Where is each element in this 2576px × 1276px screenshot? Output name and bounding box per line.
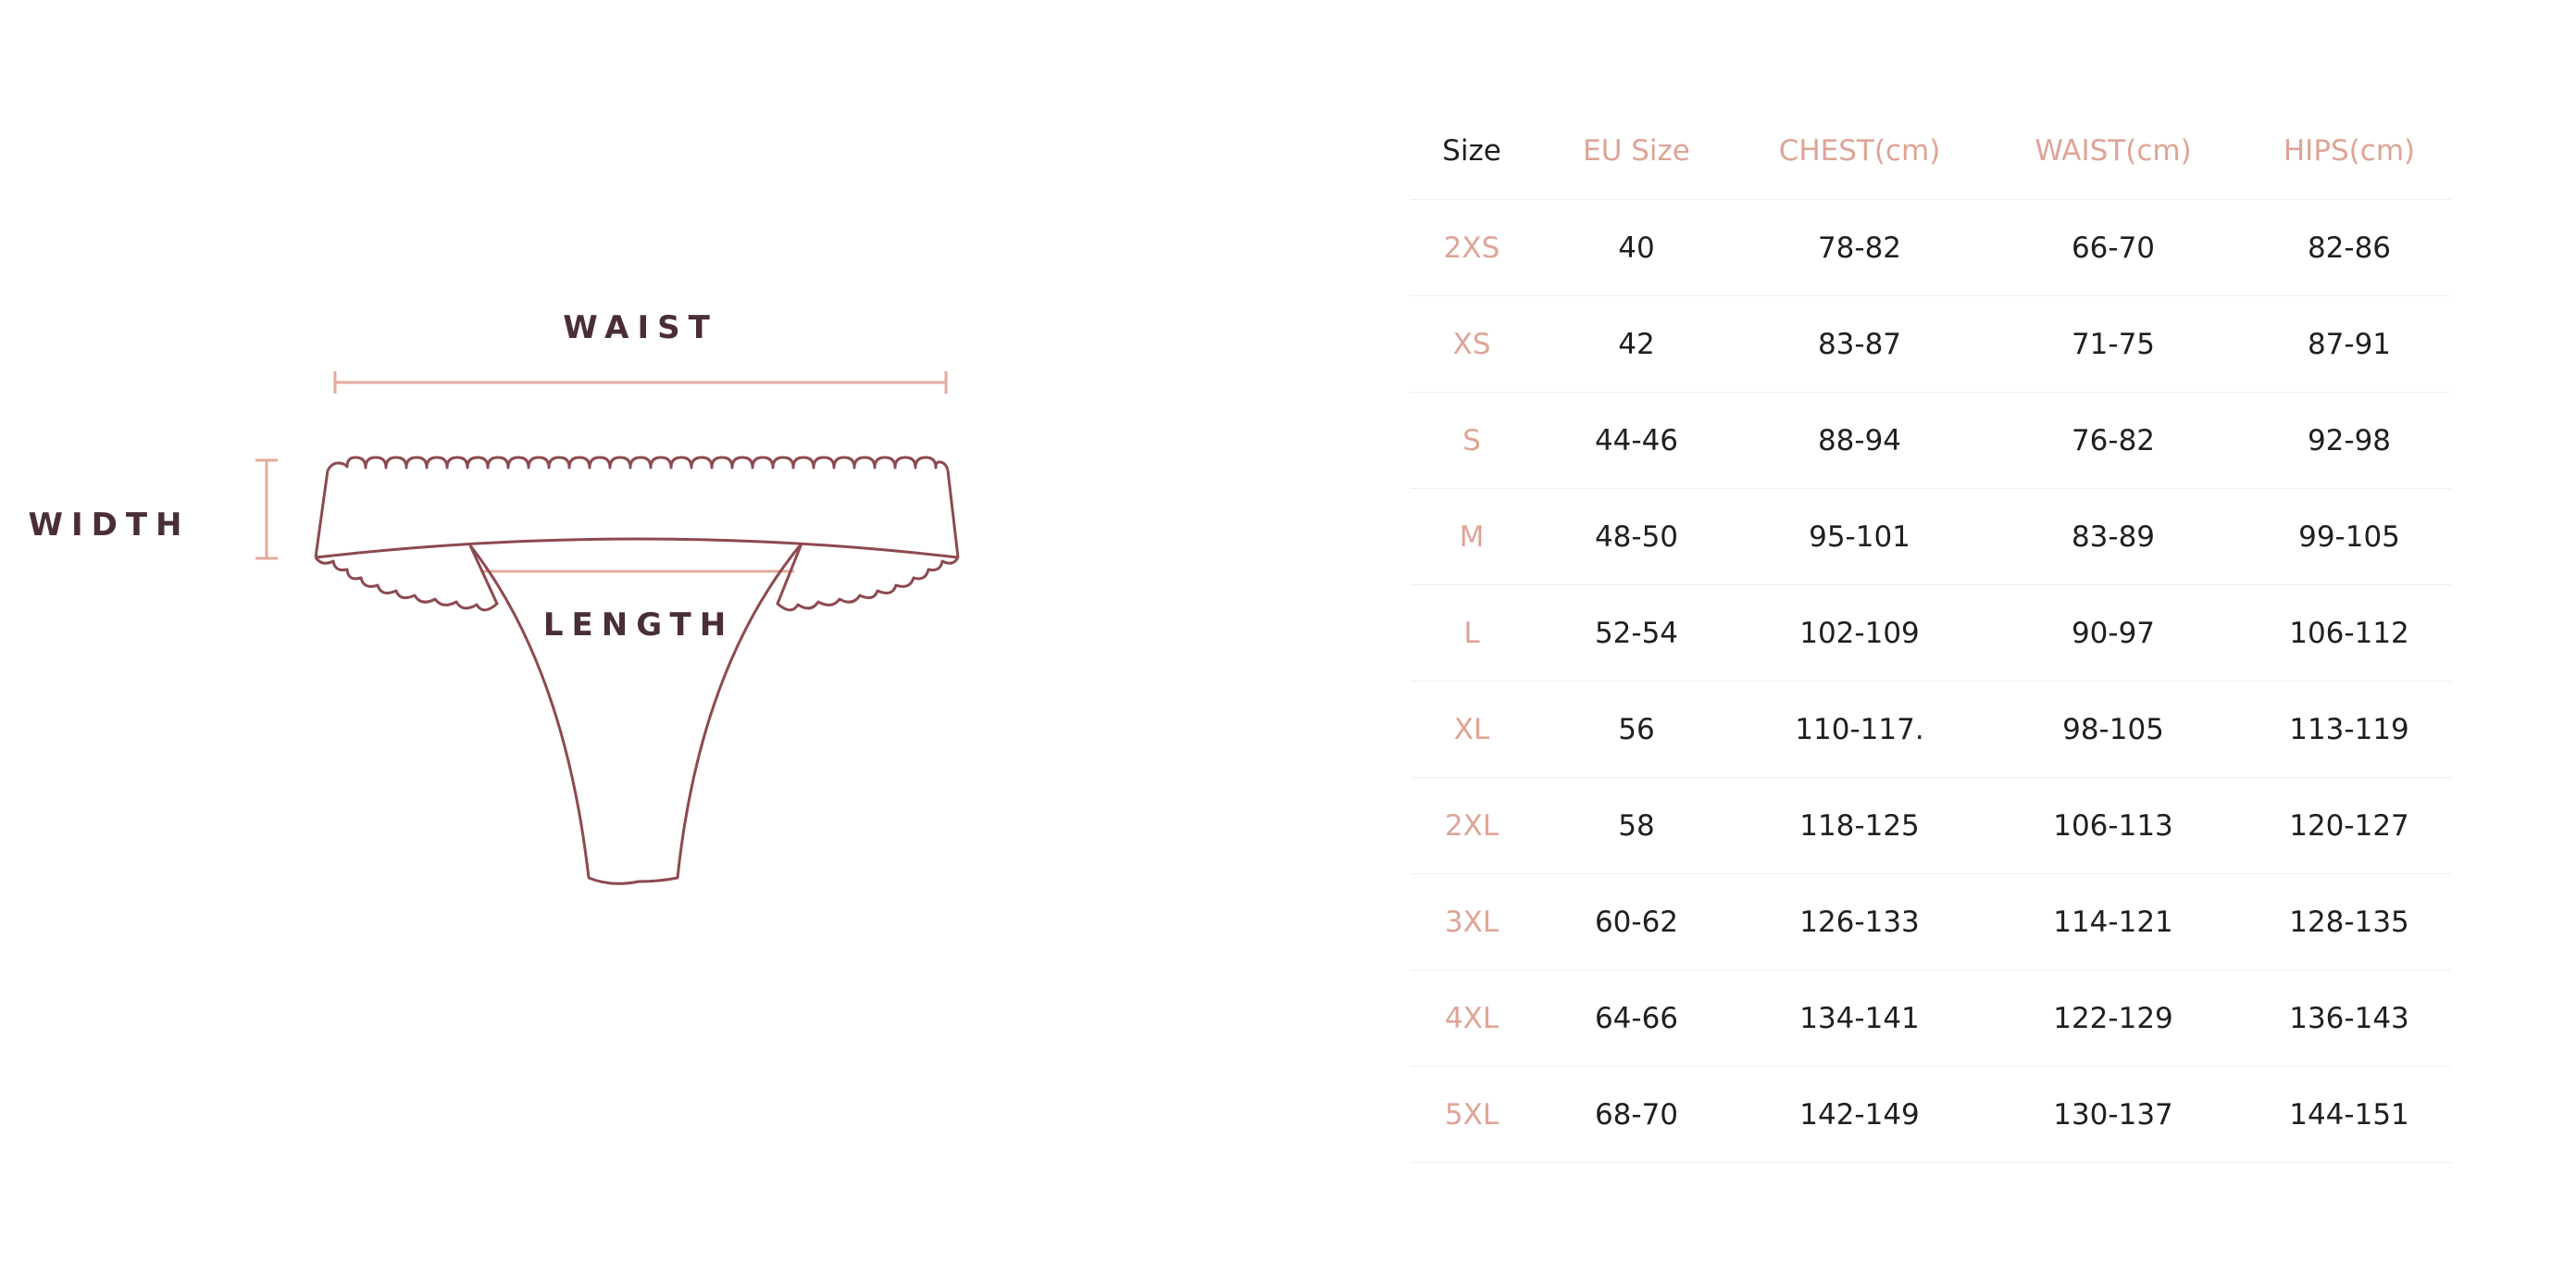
eu-size-cell: 40 [1533, 199, 1740, 296]
eu-size-cell: 60-62 [1533, 873, 1740, 970]
table-row: L 52-54 102-109 90-97 106-112 [1411, 584, 2451, 682]
chest-cell: 110-117. [1740, 681, 1979, 778]
waistband-top-edge [326, 456, 950, 471]
right-lace-edge [776, 543, 960, 612]
underwear-outline [314, 456, 960, 885]
size-cell: S [1411, 392, 1533, 489]
size-cell: 5XL [1411, 1066, 1533, 1163]
waist-measure-line [333, 371, 948, 394]
waist-cell: 122-129 [1979, 970, 2247, 1067]
hips-cell: 128-135 [2247, 873, 2451, 970]
table-row: 2XS 40 78-82 66-70 82-86 [1411, 199, 2451, 296]
waist-cell: 71-75 [1979, 295, 2247, 393]
hips-cell: 82-86 [2247, 199, 2451, 296]
table-row: 5XL 68-70 142-149 130-137 144-151 [1411, 1066, 2451, 1163]
header-waist: WAIST(cm) [1979, 102, 2247, 200]
size-cell: M [1411, 488, 1533, 585]
gusset-outline [468, 543, 803, 885]
hips-cell: 92-98 [2247, 392, 2451, 489]
chest-cell: 95-101 [1740, 488, 1979, 585]
waist-label: WAIST [563, 309, 718, 346]
table-row: 4XL 64-66 134-141 122-129 136-143 [1411, 970, 2451, 1067]
left-lace-edge [314, 544, 499, 612]
table-row: XL 56 110-117. 98-105 113-119 [1411, 681, 2451, 778]
size-cell: XS [1411, 295, 1533, 393]
table-header-row: Size EU Size CHEST(cm) WAIST(cm) HIPS(cm… [1411, 102, 2451, 200]
hips-cell: 99-105 [2247, 488, 2451, 585]
hips-cell: 136-143 [2247, 970, 2451, 1067]
table-row: M 48-50 95-101 83-89 99-105 [1411, 488, 2451, 585]
hips-cell: 87-91 [2247, 295, 2451, 393]
waist-cell: 76-82 [1979, 392, 2247, 489]
eu-size-cell: 42 [1533, 295, 1740, 393]
eu-size-cell: 48-50 [1533, 488, 1740, 585]
eu-size-cell: 56 [1533, 681, 1740, 778]
chest-cell: 118-125 [1740, 777, 1979, 874]
chest-cell: 88-94 [1740, 392, 1979, 489]
eu-size-cell: 68-70 [1533, 1066, 1740, 1163]
hips-cell: 113-119 [2247, 681, 2451, 778]
size-cell: 4XL [1411, 970, 1533, 1067]
hips-cell: 144-151 [2247, 1066, 2451, 1163]
hips-cell: 120-127 [2247, 777, 2451, 874]
size-cell: XL [1411, 681, 1533, 778]
size-cell: 2XS [1411, 199, 1533, 296]
table-row: XS 42 83-87 71-75 87-91 [1411, 295, 2451, 393]
waist-cell: 106-113 [1979, 777, 2247, 874]
waist-cell: 66-70 [1979, 199, 2247, 296]
chest-cell: 78-82 [1740, 199, 1979, 296]
table-row: S 44-46 88-94 76-82 92-98 [1411, 392, 2451, 489]
length-label: LENGTH [543, 607, 734, 644]
size-cell: 3XL [1411, 873, 1533, 970]
table-row: 3XL 60-62 126-133 114-121 128-135 [1411, 873, 2451, 970]
chest-cell: 102-109 [1740, 584, 1979, 682]
waist-cell: 83-89 [1979, 488, 2247, 585]
measurement-diagram: WAIST WIDTH LENGTH [28, 309, 960, 885]
chest-cell: 134-141 [1740, 970, 1979, 1067]
waist-cell: 114-121 [1979, 873, 2247, 970]
waistband-bottom-edge [315, 537, 959, 559]
eu-size-cell: 58 [1533, 777, 1740, 874]
waistband-left-side [314, 469, 330, 558]
chest-cell: 83-87 [1740, 295, 1979, 393]
size-chart-table: Size EU Size CHEST(cm) WAIST(cm) HIPS(cm… [1411, 102, 2451, 1163]
eu-size-cell: 52-54 [1533, 584, 1740, 682]
header-hips: HIPS(cm) [2247, 102, 2451, 200]
waist-cell: 130-137 [1979, 1066, 2247, 1163]
header-chest: CHEST(cm) [1740, 102, 1979, 200]
waist-cell: 98-105 [1979, 681, 2247, 778]
size-cell: L [1411, 584, 1533, 682]
hips-cell: 106-112 [2247, 584, 2451, 682]
size-cell: 2XL [1411, 777, 1533, 874]
eu-size-cell: 64-66 [1533, 970, 1740, 1067]
header-size: Size [1411, 102, 1533, 200]
width-measure-line [255, 458, 278, 560]
eu-size-cell: 44-46 [1533, 392, 1740, 489]
chest-cell: 142-149 [1740, 1066, 1979, 1163]
width-label: WIDTH [28, 507, 190, 544]
waistband-right-side [946, 469, 960, 558]
chest-cell: 126-133 [1740, 873, 1979, 970]
waist-cell: 90-97 [1979, 584, 2247, 682]
header-eu-size: EU Size [1533, 102, 1740, 200]
table-row: 2XL 58 118-125 106-113 120-127 [1411, 777, 2451, 874]
